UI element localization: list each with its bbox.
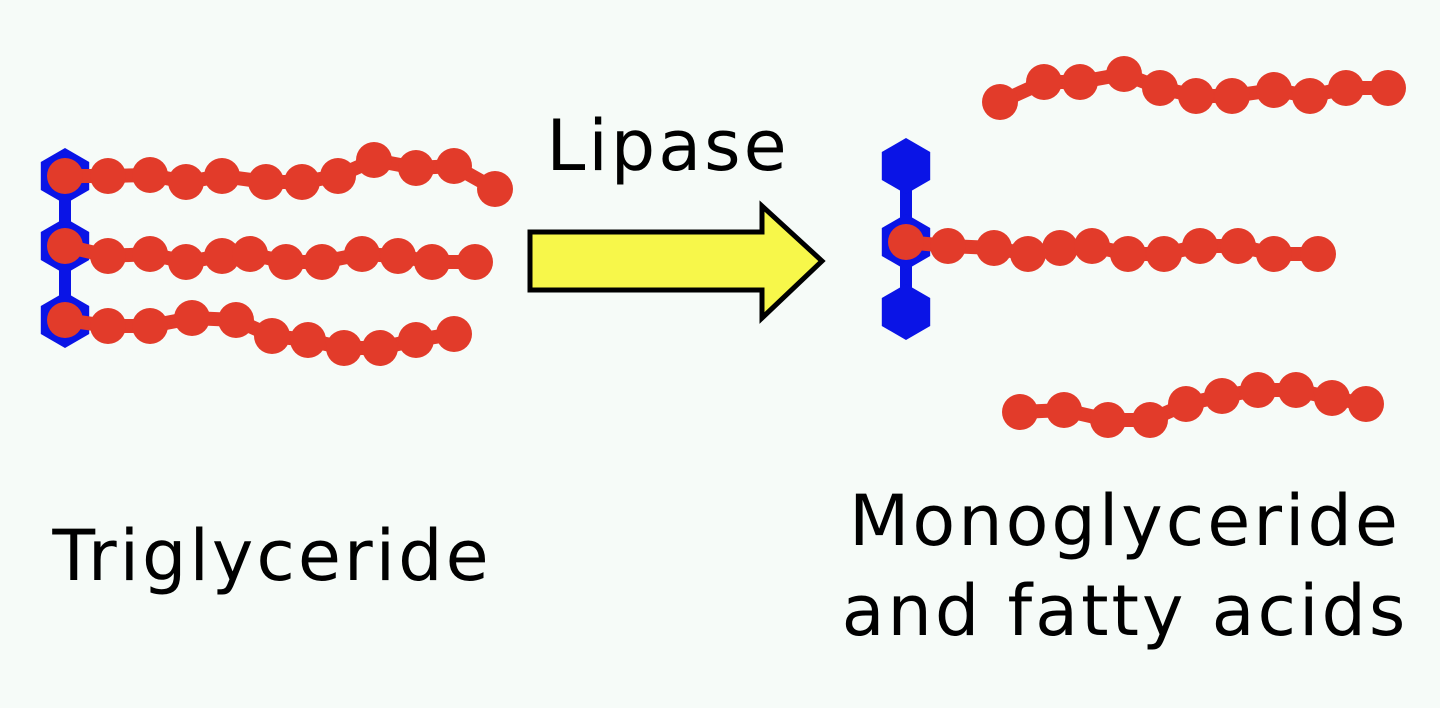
- carbon-bead: [1370, 70, 1406, 106]
- carbon-bead: [1062, 64, 1098, 100]
- carbon-bead: [90, 308, 126, 344]
- carbon-bead: [1132, 402, 1168, 438]
- glycerol-backbone: [881, 138, 931, 340]
- carbon-bead: [290, 322, 326, 358]
- carbon-bead: [204, 158, 240, 194]
- carbon-bead: [1278, 372, 1314, 408]
- carbon-bead: [1026, 64, 1062, 100]
- arrow-shape: [527, 200, 826, 324]
- carbon-bead: [304, 244, 340, 280]
- carbon-bead: [1204, 378, 1240, 414]
- carbon-bead: [1168, 386, 1204, 422]
- carbon-bead: [47, 158, 83, 194]
- carbon-bead: [1328, 70, 1364, 106]
- carbon-bead: [356, 142, 392, 178]
- carbon-bead: [1142, 70, 1178, 106]
- carbon-bead: [1074, 228, 1110, 264]
- carbon-bead: [1314, 380, 1350, 416]
- fatty-acid-chain-3: [47, 300, 472, 366]
- carbon-bead: [1182, 228, 1218, 264]
- free-fatty-acid-2: [1002, 372, 1384, 438]
- carbon-bead: [1348, 386, 1384, 422]
- carbon-bead: [436, 316, 472, 352]
- carbon-bead: [1220, 228, 1256, 264]
- carbon-bead: [268, 244, 304, 280]
- fatty-acid-chains: [47, 142, 513, 366]
- carbon-bead: [132, 308, 168, 344]
- fatty-acid-chain-attached: [888, 224, 1336, 272]
- carbon-bead: [47, 302, 83, 338]
- glycerol-node: [881, 284, 931, 340]
- carbon-bead: [380, 238, 416, 274]
- carbon-bead: [930, 228, 966, 264]
- carbon-bead: [1146, 236, 1182, 272]
- carbon-bead: [1110, 236, 1146, 272]
- carbon-bead: [174, 300, 210, 336]
- enzyme-label: Lipase: [546, 105, 789, 187]
- carbon-bead: [232, 236, 268, 272]
- carbon-bead: [457, 244, 493, 280]
- carbon-bead: [1010, 236, 1046, 272]
- carbon-bead: [982, 84, 1018, 120]
- glycerol-node: [881, 138, 931, 194]
- carbon-bead: [1300, 236, 1336, 272]
- carbon-bead: [344, 236, 380, 272]
- fatty-acid-chain-2: [47, 228, 493, 280]
- carbon-bead: [398, 150, 434, 186]
- carbon-bead: [976, 230, 1012, 266]
- monoglyceride-molecule: [881, 138, 1336, 340]
- carbon-bead: [132, 236, 168, 272]
- carbon-bead: [414, 244, 450, 280]
- product-label-line2: and fatty acids: [842, 570, 1409, 652]
- carbon-bead: [1042, 230, 1078, 266]
- carbon-bead: [168, 244, 204, 280]
- carbon-bead: [218, 302, 254, 338]
- carbon-bead: [132, 157, 168, 193]
- triglyceride-label: Triglyceride: [51, 515, 491, 597]
- carbon-bead: [1214, 78, 1250, 114]
- carbon-bead: [888, 224, 924, 260]
- triglyceride-molecule: [40, 142, 513, 366]
- carbon-bead: [1090, 402, 1126, 438]
- carbon-bead: [362, 330, 398, 366]
- carbon-bead: [1256, 236, 1292, 272]
- carbon-bead: [326, 330, 362, 366]
- carbon-bead: [436, 148, 472, 184]
- reaction-arrow: [527, 200, 826, 324]
- carbon-bead: [1046, 392, 1082, 428]
- carbon-bead: [1292, 78, 1328, 114]
- carbon-bead: [284, 164, 320, 200]
- carbon-bead: [90, 158, 126, 194]
- product-label-line1: Monoglyceride: [849, 480, 1401, 562]
- free-fatty-acids: [982, 56, 1406, 438]
- carbon-bead: [320, 158, 356, 194]
- carbon-bead: [1106, 56, 1142, 92]
- carbon-bead: [204, 238, 240, 274]
- attached-fatty-acid-chain: [888, 224, 1336, 272]
- carbon-bead: [254, 318, 290, 354]
- carbon-bead: [90, 238, 126, 274]
- fatty-acid-chain-1: [47, 142, 513, 207]
- carbon-bead: [168, 164, 204, 200]
- carbon-bead: [398, 322, 434, 358]
- chain-bond: [1019, 383, 1368, 427]
- carbon-bead: [1178, 78, 1214, 114]
- carbon-bead: [47, 228, 83, 264]
- carbon-bead: [477, 171, 513, 207]
- carbon-bead: [1002, 394, 1038, 430]
- carbon-bead: [248, 164, 284, 200]
- carbon-bead: [1240, 372, 1276, 408]
- free-fatty-acid-1: [982, 56, 1406, 120]
- carbon-bead: [1256, 72, 1292, 108]
